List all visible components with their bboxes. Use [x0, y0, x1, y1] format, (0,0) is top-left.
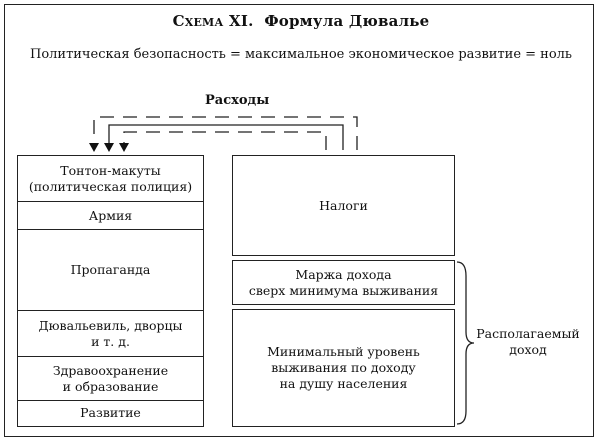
subsistence-minimum-label: Минимальный уровень выживания по доходу …: [267, 344, 420, 391]
expenditure-label: Развитие: [80, 405, 141, 420]
expenditure-army: Армия: [18, 201, 203, 229]
disposable-income-label: Располагаемый доход: [476, 326, 580, 357]
taxes-label: Налоги: [319, 197, 368, 213]
expenditure-column: Тонтон-макуты (политическая полиция) Арм…: [17, 155, 204, 427]
subsistence-minimum-box: Минимальный уровень выживания по доходу …: [232, 309, 455, 427]
expenses-label: Расходы: [205, 93, 270, 108]
formula-line: Политическая безопасность = максимальное…: [29, 47, 573, 62]
expenditure-label: Здравоохранение и образование: [52, 362, 169, 394]
income-margin-box: Маржа дохода сверх минимума выживания: [232, 260, 455, 305]
schema-number: XI.: [229, 12, 254, 30]
expenditure-label: Армия: [88, 207, 133, 223]
expenditure-duvalierville: Дювальевиль, дворцы и т. д.: [18, 310, 203, 356]
expenditure-tonton-macoutes: Тонтон-макуты (политическая полиция): [18, 156, 203, 201]
expenditure-health-education: Здравоохранение и образование: [18, 356, 203, 400]
diagram-frame: [4, 4, 594, 437]
expenditure-label: Пропаганда: [70, 262, 151, 277]
income-margin-label: Маржа дохода сверх минимума выживания: [248, 266, 439, 298]
diagram-title: Схема XI. Формула Дювалье: [0, 12, 602, 30]
schema-word: Схема: [172, 12, 224, 30]
expenditure-label: Дювальевиль, дворцы и т. д.: [38, 317, 183, 349]
expenditure-label: Тонтон-макуты (политическая полиция): [28, 162, 193, 194]
schema-name: Формула Дювалье: [264, 12, 430, 30]
taxes-box: Налоги: [232, 155, 455, 256]
expenditure-development: Развитие: [18, 400, 203, 425]
expenditure-propaganda: Пропаганда: [18, 229, 203, 310]
